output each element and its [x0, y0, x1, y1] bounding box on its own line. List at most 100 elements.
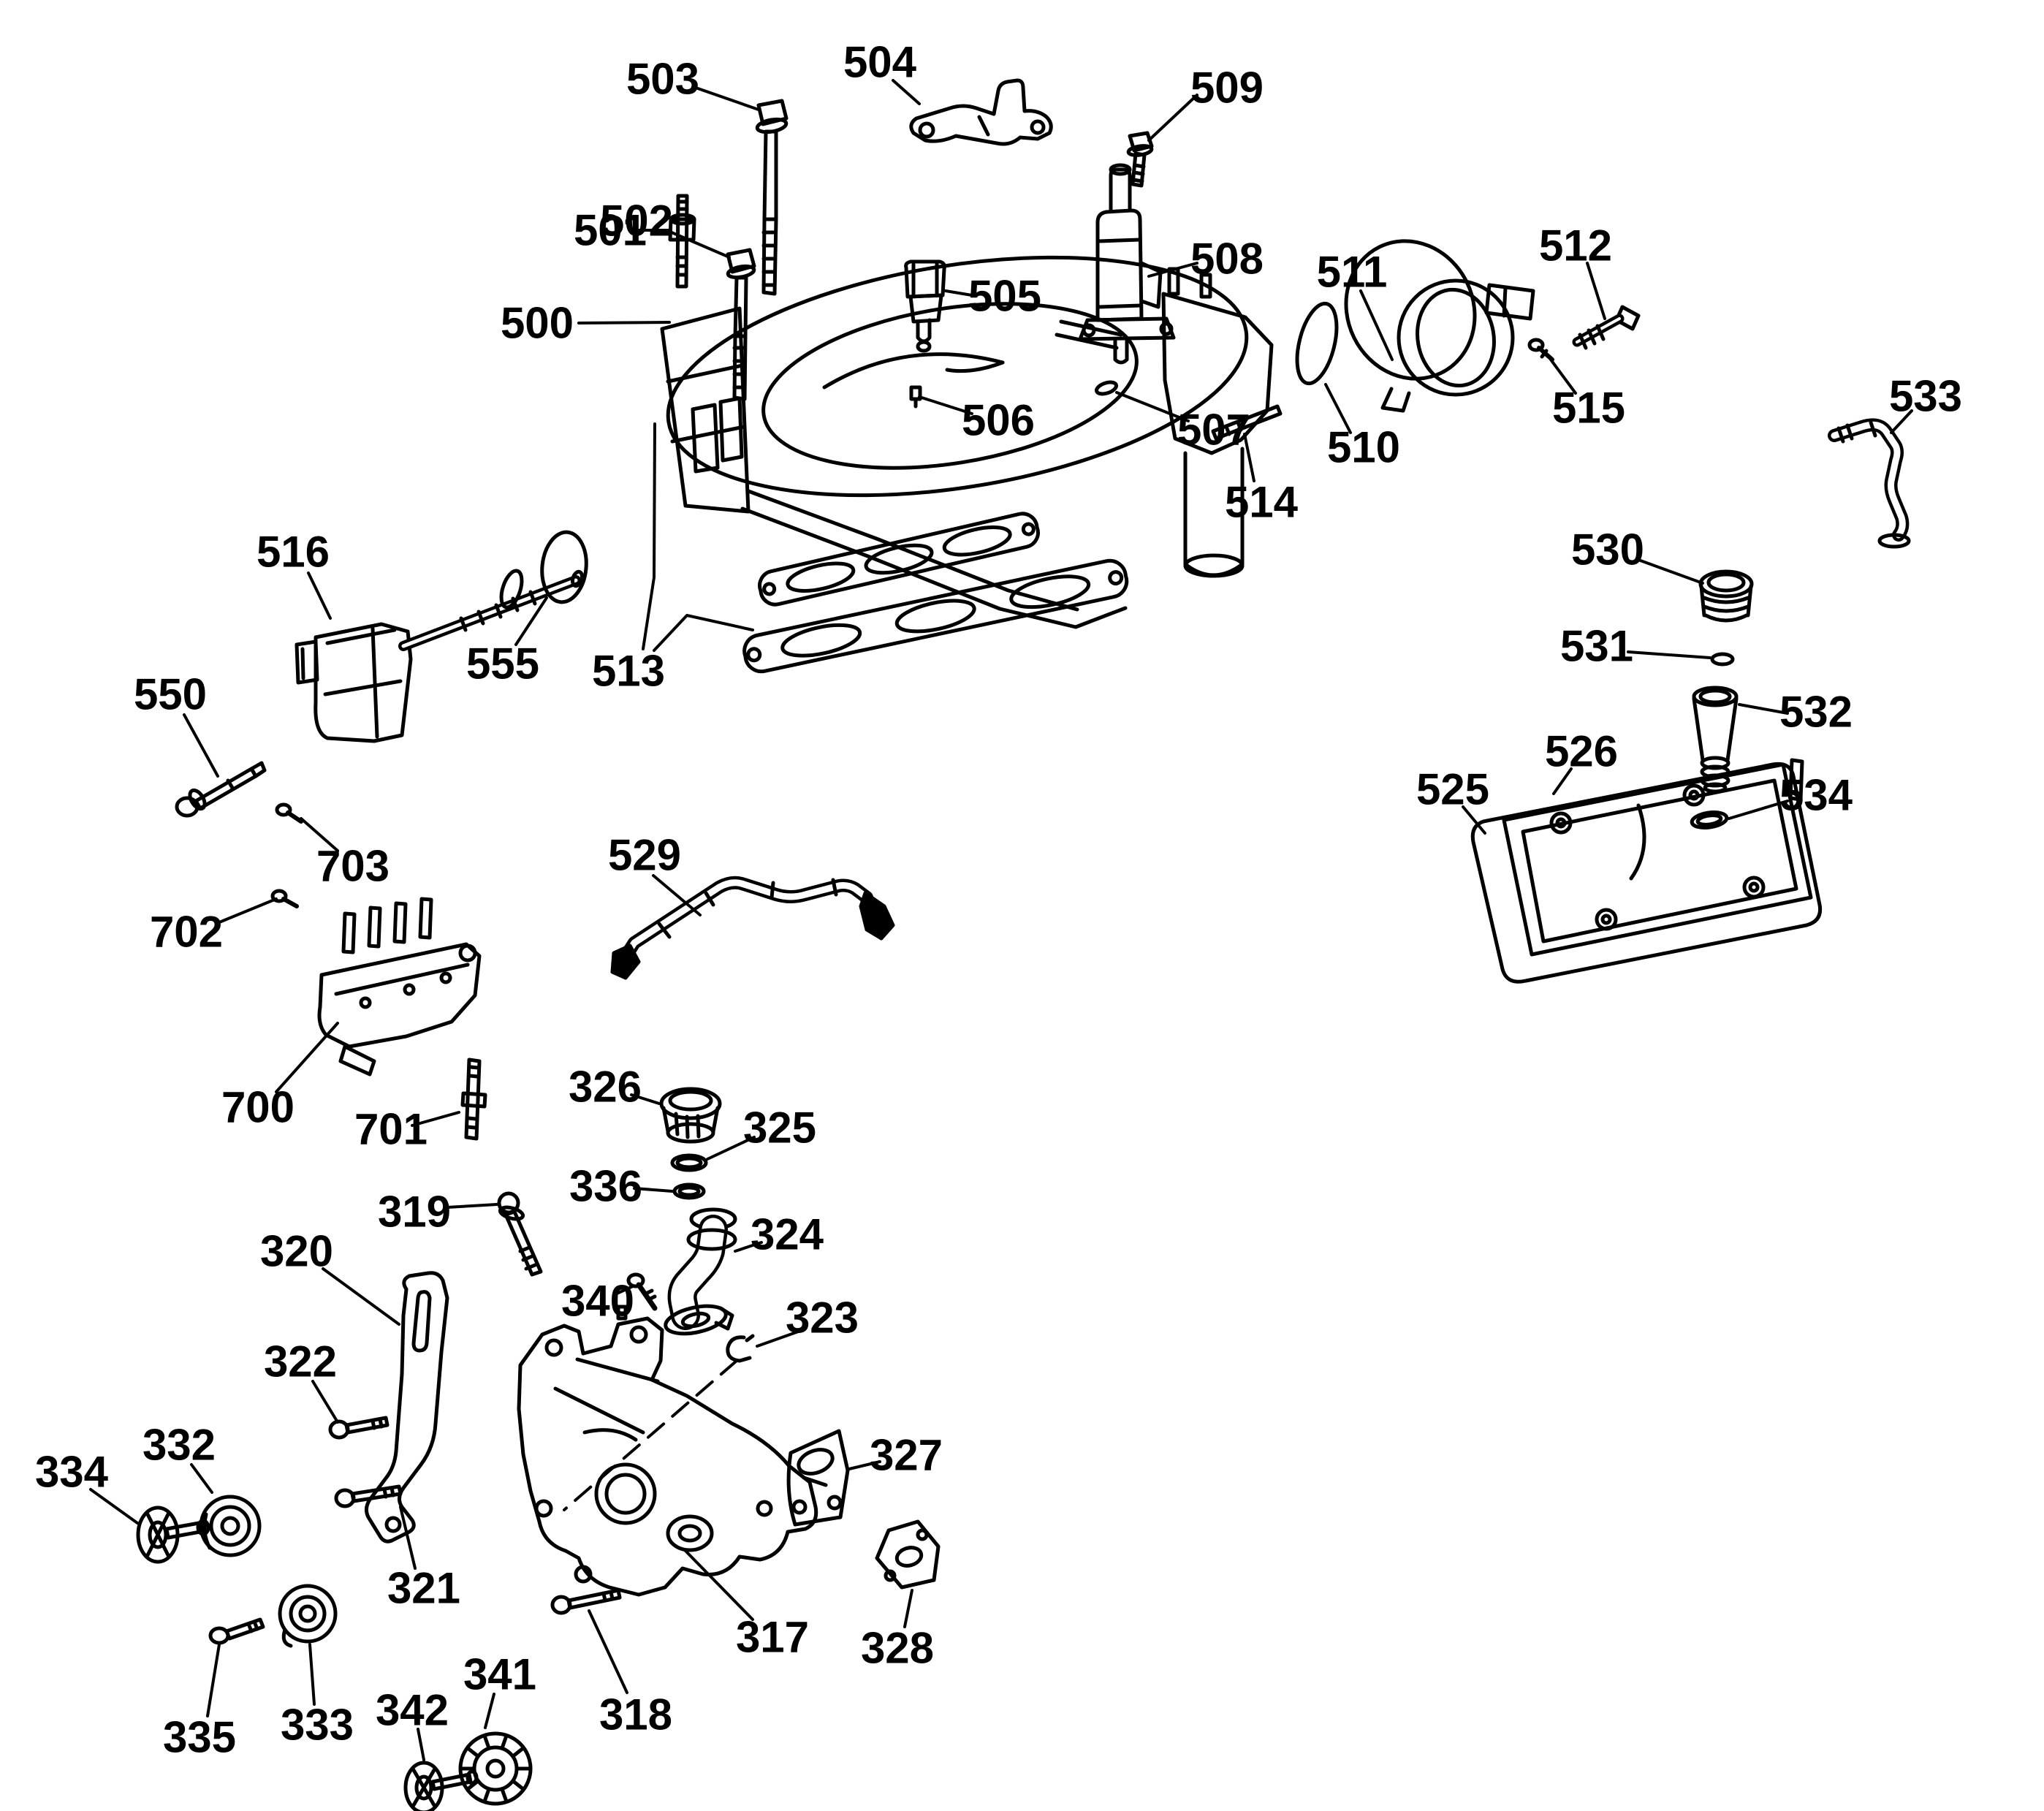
- part-label-510: 510: [1327, 423, 1400, 472]
- leader-line-502: [665, 229, 731, 259]
- part-bracket-320: [364, 1271, 449, 1544]
- leader-line-534: [1728, 800, 1789, 820]
- part-label-328: 328: [861, 1624, 934, 1673]
- part-label-334: 334: [35, 1448, 109, 1497]
- part-bolt-509: [1126, 131, 1154, 188]
- part-label-703: 703: [316, 842, 390, 891]
- part-label-341: 341: [463, 1650, 536, 1699]
- leader-line-701: [411, 1111, 460, 1127]
- part-label-515: 515: [1552, 384, 1625, 433]
- leader-line-700: [275, 1022, 339, 1093]
- part-bolt-503: [755, 99, 789, 296]
- leader-line-513: [653, 614, 754, 652]
- leader-line-323: [756, 1329, 804, 1348]
- part-bolt-550: [175, 761, 267, 818]
- part-label-325: 325: [743, 1104, 816, 1153]
- leader-line-333: [308, 1643, 316, 1706]
- leader-line-500: [577, 321, 671, 324]
- leader-line-555: [514, 596, 548, 646]
- part-cap-530: [1698, 569, 1754, 623]
- part-label-511: 511: [1317, 248, 1388, 297]
- leader-line-325: [706, 1136, 756, 1161]
- leader-line-332: [190, 1463, 213, 1494]
- part-label-516: 516: [257, 528, 330, 577]
- part-bolt-340: [626, 1272, 658, 1311]
- part-label-509: 509: [1190, 64, 1264, 113]
- part-oring-507: [1095, 380, 1118, 396]
- leader-line-326: [630, 1093, 661, 1105]
- part-actuator-516: [295, 569, 584, 743]
- part-label-320: 320: [260, 1227, 333, 1276]
- part-label-500: 500: [501, 299, 574, 348]
- part-label-514: 514: [1225, 478, 1299, 527]
- part-stud-501: [668, 194, 696, 289]
- part-seal-534: [1690, 810, 1729, 829]
- part-screw-515: [1527, 338, 1554, 362]
- part-bolt-318: [550, 1588, 622, 1615]
- part-throttle-body-511: [1344, 239, 1535, 413]
- leader-line-503: [694, 86, 760, 111]
- part-oring-510: [1295, 301, 1339, 386]
- leader-line-336: [633, 1187, 674, 1193]
- part-pulley-341: [458, 1731, 533, 1806]
- part-label-332: 332: [143, 1421, 216, 1470]
- part-label-701: 701: [354, 1105, 428, 1154]
- leader-line-340: [615, 1285, 634, 1295]
- leader-line-321: [399, 1506, 417, 1570]
- part-bolt-502: [726, 248, 756, 401]
- leader-line-342: [417, 1728, 425, 1761]
- part-washer-342: [403, 1761, 479, 1811]
- part-bolt-321: [334, 1484, 403, 1508]
- leader-line-328: [903, 1589, 913, 1628]
- part-label-333: 333: [281, 1701, 354, 1750]
- leader-line-532: [1738, 703, 1789, 715]
- part-neck-324: [664, 1207, 737, 1336]
- part-label-531: 531: [1560, 622, 1633, 671]
- leader-line-515: [1549, 358, 1577, 395]
- part-pin-514: [1211, 404, 1283, 441]
- part-label-505: 505: [968, 272, 1041, 321]
- part-label-702: 702: [150, 908, 223, 957]
- part-solenoid-508: [1078, 163, 1176, 365]
- part-bracket-317: [517, 1305, 818, 1597]
- part-clip-323: [726, 1334, 755, 1363]
- leader-line-341: [484, 1693, 495, 1729]
- leader-line-703: [300, 817, 339, 852]
- leader-line-531: [1627, 650, 1711, 659]
- leader-line-514: [1243, 433, 1255, 482]
- part-stud-701: [460, 1058, 487, 1141]
- part-label-324: 324: [751, 1210, 824, 1259]
- leader-line-702: [218, 897, 278, 924]
- part-label-555: 555: [466, 639, 539, 688]
- leader-line-509: [1147, 94, 1198, 142]
- part-washer-334: [136, 1506, 210, 1564]
- part-label-317: 317: [736, 1613, 809, 1662]
- part-gasket-327: [786, 1429, 850, 1527]
- part-label-526: 526: [1545, 727, 1618, 776]
- leader-line-510: [1324, 383, 1352, 434]
- part-label-318: 318: [599, 1690, 672, 1739]
- part-bracket-700: [317, 897, 482, 1077]
- part-label-513: 513: [592, 647, 665, 696]
- leader-line-505: [944, 289, 978, 297]
- part-label-533: 533: [1889, 372, 1962, 421]
- part-label-532: 532: [1779, 688, 1853, 737]
- part-bracket-504: [909, 78, 1053, 146]
- part-label-700: 700: [221, 1083, 295, 1132]
- leader-line-327: [848, 1460, 881, 1470]
- part-bolt-335: [208, 1617, 265, 1645]
- part-bolt-322: [328, 1416, 390, 1440]
- part-label-530: 530: [1571, 525, 1644, 574]
- part-oring-555: [540, 530, 588, 604]
- part-oring-336: [672, 1182, 706, 1200]
- part-label-323: 323: [786, 1294, 859, 1343]
- part-label-321: 321: [387, 1564, 460, 1613]
- part-label-504: 504: [843, 38, 917, 87]
- part-label-501: 501: [574, 206, 647, 255]
- part-label-506: 506: [962, 396, 1035, 445]
- part-pulley-333: [278, 1584, 338, 1648]
- leader-line-511: [1359, 289, 1394, 361]
- part-oring-325: [670, 1153, 708, 1172]
- part-label-502: 502: [600, 197, 673, 246]
